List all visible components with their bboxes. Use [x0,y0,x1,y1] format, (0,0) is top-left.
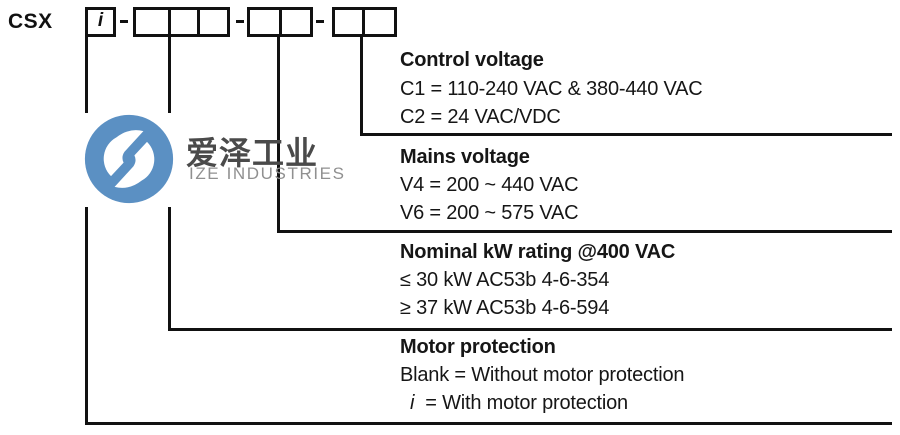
separator-motor-protection [85,422,892,425]
section-line: ≤ 30 kW AC53b 4-6-354 [400,269,610,291]
section-line-italic-option: i = With motor protection [410,392,628,415]
ize-swirl-logo-icon [84,114,174,204]
code-box-group-option: i [85,7,116,37]
section-line: V4 = 200 ~ 440 VAC [400,174,579,196]
code-box-group-control [332,7,397,37]
connector-mains-voltage [277,35,280,233]
section-title-kw-rating: Nominal kW rating @400 VAC [400,241,676,263]
section-line: C1 = 110-240 VAC & 380-440 VAC [400,78,703,100]
dash-separator [236,20,244,23]
watermark-latin-text: IZE INDUSTRIES [189,164,346,183]
section-line: C2 = 24 VAC/VDC [400,106,561,128]
section-title-motor-protection: Motor protection [400,336,556,358]
separator-control-voltage [360,133,892,136]
product-prefix-label: CSX [8,10,53,33]
code-box-cell [168,7,200,37]
italic-i-description: = With motor protection [425,392,628,414]
code-box-group-kw [133,7,230,37]
code-box-cell [362,7,397,37]
section-title-control-voltage: Control voltage [400,49,544,71]
code-box-cell [247,7,282,37]
separator-kw-rating [168,328,892,331]
section-line: ≥ 37 kW AC53b 4-6-594 [400,297,610,319]
dash-separator [120,20,128,23]
connector-motor-protection [85,35,88,425]
code-box-group-mains [247,7,313,37]
code-box-cell [197,7,230,37]
section-line: V6 = 200 ~ 575 VAC [400,202,579,224]
code-box-cell-option: i [85,7,116,37]
separator-mains-voltage [277,230,892,233]
code-box-cell [279,7,313,37]
code-box-cell [332,7,365,37]
italic-i-symbol: i [410,392,415,414]
dash-separator [316,20,324,23]
watermark-cjk-text: 爱泽工业 [186,134,319,172]
code-box-cell [133,7,171,37]
section-line: Blank = Without motor protection [400,364,685,386]
connector-control-voltage [360,35,363,136]
section-title-mains-voltage: Mains voltage [400,146,530,168]
